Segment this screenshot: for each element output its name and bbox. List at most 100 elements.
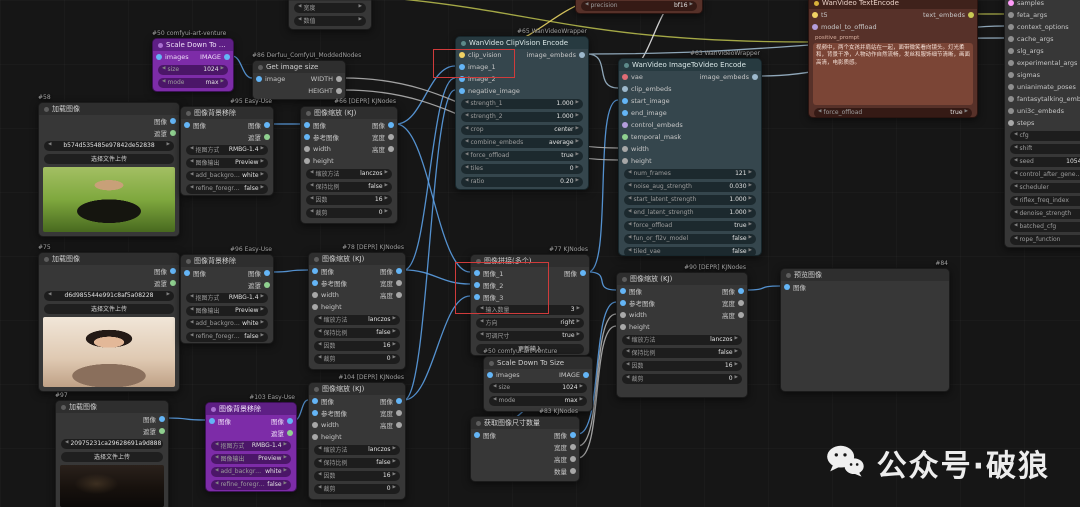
node-button[interactable]: 选择文件上传 — [44, 303, 174, 314]
widget-add_background[interactable]: ◀add_backgroundwhite▶ — [186, 170, 268, 181]
decrement-arrow[interactable]: ◀ — [1014, 210, 1018, 216]
widget-refine_foreground[interactable]: ◀refine_foregroundfalse▶ — [186, 331, 268, 342]
input-port[interactable] — [622, 74, 628, 80]
output-port[interactable] — [336, 88, 342, 94]
input-port[interactable] — [1008, 84, 1014, 90]
node-header[interactable]: 图像缩放 (KJ) — [309, 253, 405, 265]
node-button[interactable]: 选择文件上传 — [44, 153, 174, 164]
decrement-arrow[interactable]: ◀ — [626, 362, 630, 368]
increment-arrow[interactable]: ▶ — [260, 333, 264, 339]
output-port[interactable] — [579, 52, 585, 58]
node-header[interactable]: 图像背景移除 — [181, 107, 273, 119]
widget-scheduler[interactable]: ◀schedulerunipc▶ — [1010, 182, 1080, 193]
decrement-arrow[interactable]: ◀ — [480, 319, 484, 325]
decrement-arrow[interactable]: ◀ — [190, 320, 194, 326]
output-port[interactable] — [396, 280, 402, 286]
input-port[interactable] — [622, 134, 628, 140]
output-port[interactable] — [570, 444, 576, 450]
collapse-dot[interactable] — [44, 106, 49, 112]
widget-control_after_generate[interactable]: ◀control_after_generatefixed▶ — [1010, 169, 1080, 180]
input-port[interactable] — [1008, 12, 1014, 18]
node-header[interactable]: WanVideo TextEncode — [809, 0, 977, 9]
increment-arrow[interactable]: ▶ — [689, 2, 693, 8]
node-header[interactable]: 图像背景移除 — [206, 403, 296, 415]
increment-arrow[interactable]: ▶ — [575, 100, 579, 106]
node-int-top[interactable]: ◀宽度▶◀数值▶ — [288, 0, 372, 30]
increment-arrow[interactable]: ▶ — [220, 79, 224, 85]
output-port[interactable] — [570, 432, 576, 438]
decrement-arrow[interactable]: ◀ — [628, 235, 632, 241]
node-header[interactable]: 获取图像尺寸数量 — [471, 417, 579, 429]
decrement-arrow[interactable]: ◀ — [310, 209, 314, 215]
decrement-arrow[interactable]: ◀ — [318, 316, 322, 322]
input-port[interactable] — [312, 410, 318, 416]
increment-arrow[interactable]: ▶ — [575, 139, 579, 145]
input-port[interactable] — [459, 64, 465, 70]
input-port[interactable] — [487, 372, 493, 378]
collapse-dot[interactable] — [624, 62, 629, 68]
output-port[interactable] — [264, 134, 270, 140]
input-port[interactable] — [304, 146, 310, 152]
input-port[interactable] — [1008, 120, 1014, 126]
input-port[interactable] — [622, 98, 628, 104]
node-header[interactable]: Scale Down To Size — [484, 357, 592, 369]
output-port[interactable] — [224, 54, 230, 60]
collapse-dot[interactable] — [476, 258, 481, 264]
decrement-arrow[interactable]: ◀ — [626, 375, 630, 381]
increment-arrow[interactable]: ▶ — [260, 172, 264, 178]
increment-arrow[interactable]: ▶ — [260, 159, 264, 165]
input-port[interactable] — [312, 280, 318, 286]
collapse-dot[interactable] — [314, 256, 319, 262]
increment-arrow[interactable]: ▶ — [384, 183, 388, 189]
input-port[interactable] — [312, 304, 318, 310]
increment-arrow[interactable]: ▶ — [575, 165, 579, 171]
output-port[interactable] — [738, 288, 744, 294]
output-port[interactable] — [570, 456, 576, 462]
increment-arrow[interactable]: ▶ — [283, 455, 287, 461]
output-port[interactable] — [388, 122, 394, 128]
decrement-arrow[interactable]: ◀ — [318, 485, 322, 491]
decrement-arrow[interactable]: ◀ — [298, 4, 302, 10]
input-port[interactable] — [620, 288, 626, 294]
output-port[interactable] — [159, 428, 165, 434]
increment-arrow[interactable]: ▶ — [283, 481, 287, 487]
output-port[interactable] — [264, 282, 270, 288]
widget-combo[interactable]: ◀b574d535485e97842de52838▶ — [44, 140, 174, 151]
widget-add_background[interactable]: ◀add_backgroundwhite▶ — [186, 318, 268, 329]
output-port[interactable] — [159, 416, 165, 422]
decrement-arrow[interactable]: ◀ — [480, 306, 484, 312]
node-75[interactable]: 加载图像图像遮罩◀d6d985544e991c8af5a08228▶选择文件上传 — [38, 252, 180, 392]
input-port[interactable] — [209, 418, 215, 424]
input-port[interactable] — [156, 54, 162, 60]
input-port[interactable] — [622, 158, 628, 164]
collapse-dot[interactable] — [314, 386, 319, 392]
input-port[interactable] — [1008, 108, 1014, 114]
collapse-dot[interactable] — [186, 258, 191, 264]
output-port[interactable] — [396, 398, 402, 404]
decrement-arrow[interactable]: ◀ — [318, 459, 322, 465]
decrement-arrow[interactable]: ◀ — [1014, 184, 1018, 190]
decrement-arrow[interactable]: ◀ — [298, 17, 302, 23]
output-port[interactable] — [583, 372, 589, 378]
node-84[interactable]: 预览图像图像 — [780, 268, 950, 392]
collapse-dot[interactable] — [158, 42, 163, 48]
widget-combo[interactable]: ◀d6d985544e991c8af5a08228▶ — [44, 290, 174, 301]
